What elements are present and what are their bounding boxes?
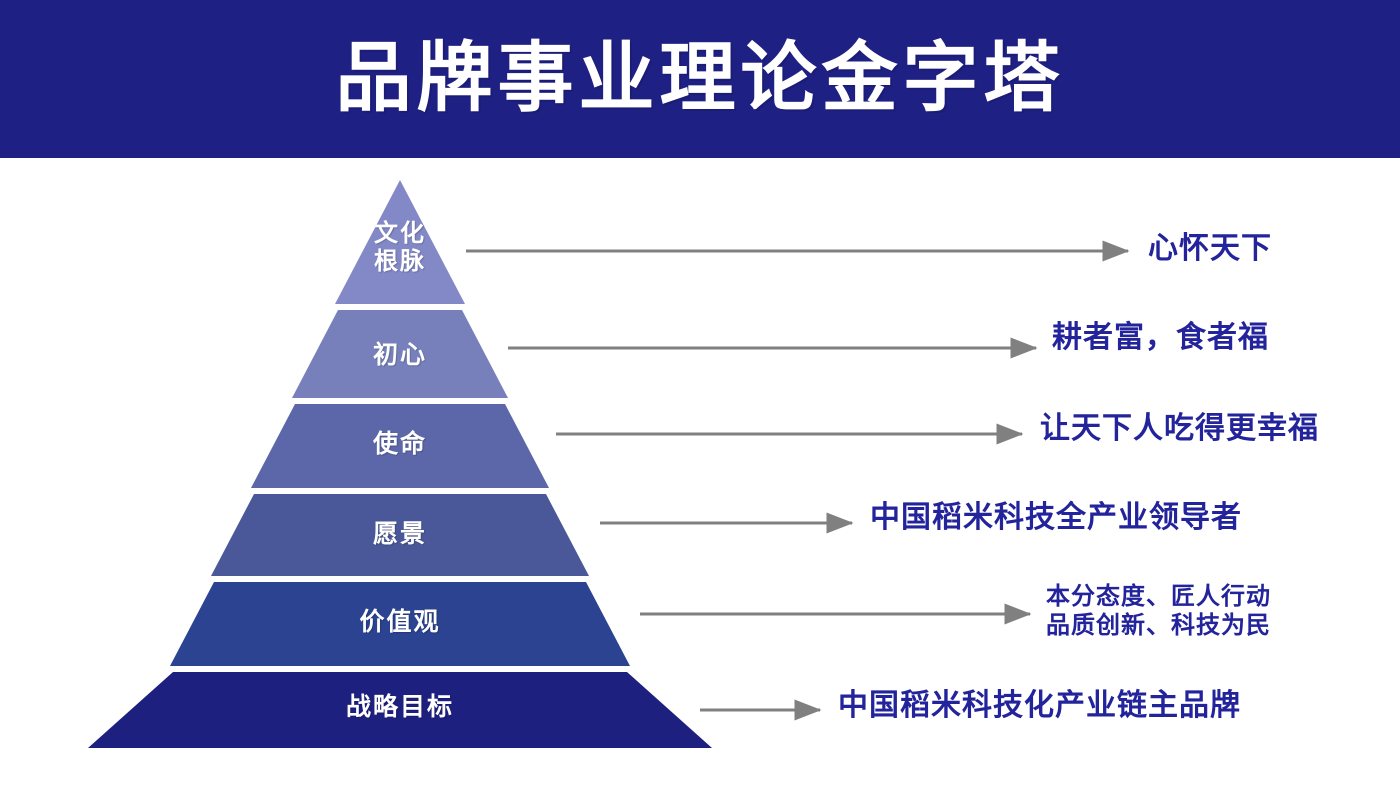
- pyramid-tier-2[interactable]: [292, 310, 508, 398]
- pyramid-tier-3[interactable]: [251, 404, 549, 488]
- pyramid-tier-6[interactable]: [88, 672, 712, 748]
- pyramid-graphic: [88, 180, 1130, 748]
- annotation-mission: 让天下人吃得更幸福: [1040, 412, 1319, 445]
- title-banner: 品牌事业理论金字塔: [0, 0, 1400, 158]
- pyramid-tier-4[interactable]: [211, 494, 589, 576]
- annotation-original-aspiration: 耕者富，食者福: [1052, 321, 1269, 354]
- pyramid-tier-5[interactable]: [170, 582, 630, 666]
- pyramid-tier-1[interactable]: [335, 180, 465, 304]
- annotation-strategic-goal: 中国稻米科技化产业链主品牌: [838, 689, 1241, 722]
- annotation-culture-roots: 心怀天下: [1148, 232, 1272, 265]
- page-title: 品牌事业理论金字塔: [335, 36, 1065, 121]
- pyramid-diagram: 文化 根脉 初心 使命 愿景 价值观 战略目标 心怀天下 耕者富，食者福 让天下…: [0, 158, 1400, 788]
- annotation-values: 本分态度、匠人行动 品质创新、科技为民: [1046, 583, 1271, 640]
- annotation-vision: 中国稻米科技全产业领导者: [870, 501, 1242, 534]
